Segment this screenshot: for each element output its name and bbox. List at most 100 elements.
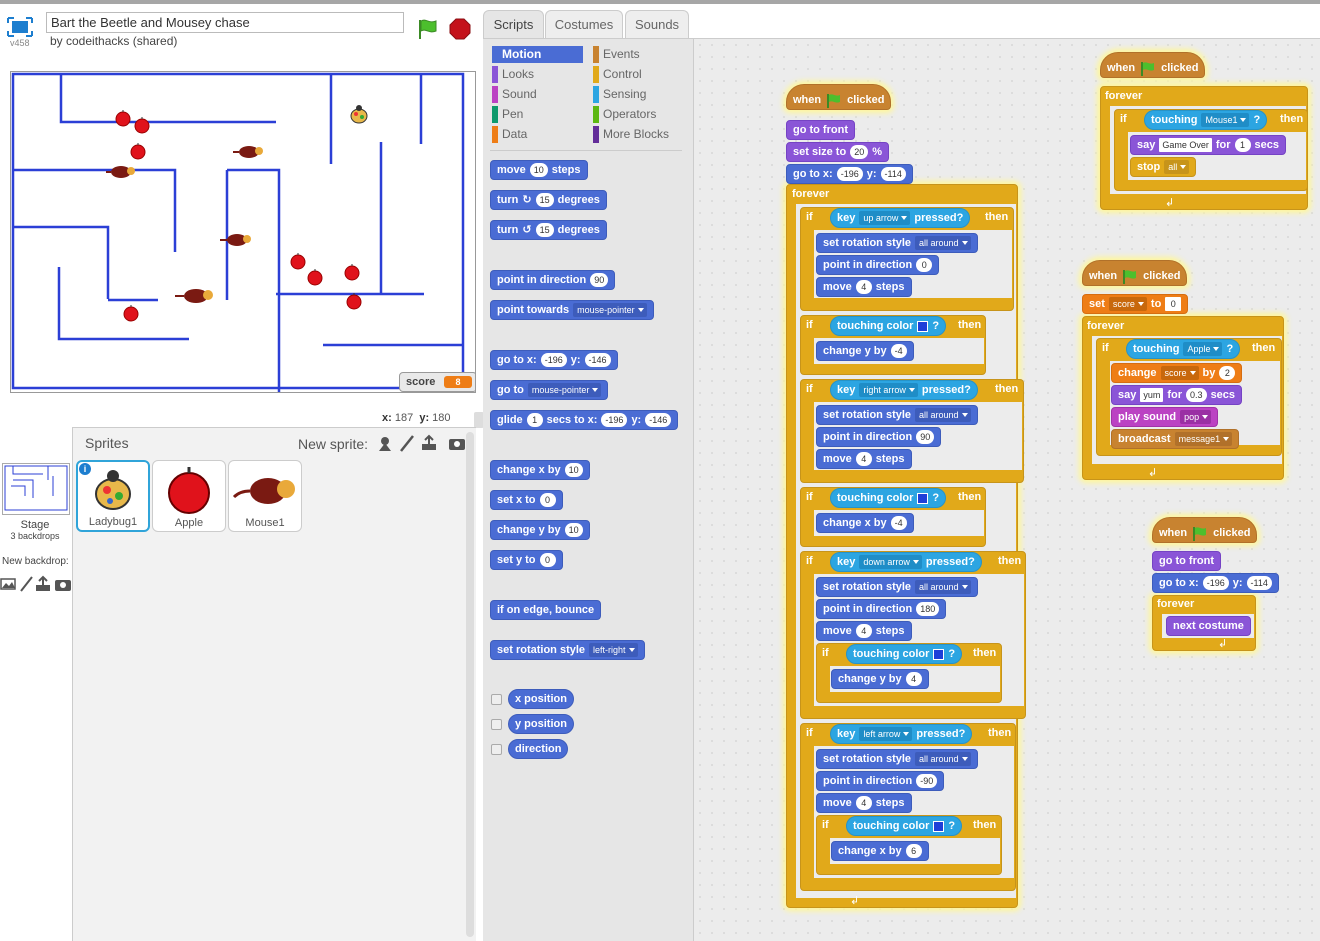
- sprite-tile-mouse1[interactable]: Mouse1: [228, 460, 302, 532]
- green-flag-icon[interactable]: [416, 17, 440, 41]
- project-title-input[interactable]: Bart the Beetle and Mousey chase: [46, 12, 404, 33]
- direction-checkbox[interactable]: [491, 744, 502, 755]
- palette-x-position-reporter[interactable]: x position: [508, 689, 574, 709]
- sprite-tile-apple[interactable]: Apple: [152, 460, 226, 532]
- category-control[interactable]: Control: [593, 66, 685, 83]
- change-x-block[interactable]: change x by-4: [816, 513, 914, 533]
- camera-sprite-icon[interactable]: [448, 434, 466, 452]
- category-events[interactable]: Events: [593, 46, 685, 63]
- category-pen[interactable]: Pen: [492, 106, 584, 123]
- category-motion[interactable]: Motion: [492, 46, 583, 63]
- point-direction-block[interactable]: point in direction-90: [816, 771, 945, 791]
- sprites-scrollbar[interactable]: [466, 432, 474, 937]
- x-position-checkbox[interactable]: [491, 694, 502, 705]
- tab-sounds[interactable]: Sounds: [625, 10, 689, 39]
- category-sound[interactable]: Sound: [492, 86, 584, 103]
- info-icon[interactable]: i: [79, 463, 91, 475]
- change-y-block[interactable]: change y by-4: [816, 341, 914, 361]
- palette-direction-reporter[interactable]: direction: [508, 739, 569, 759]
- go-to-front-block[interactable]: go to front: [786, 120, 855, 140]
- go-to-front-block[interactable]: go to front: [1152, 551, 1221, 571]
- tab-costumes[interactable]: Costumes: [545, 10, 623, 39]
- category-sensing[interactable]: Sensing: [593, 86, 685, 103]
- sprite-library-icon[interactable]: [376, 434, 394, 452]
- upload-icon[interactable]: [34, 575, 52, 593]
- touching-color-block[interactable]: touching color?: [846, 644, 963, 664]
- palette-y-position-reporter[interactable]: y position: [508, 714, 574, 734]
- color-swatch[interactable]: [917, 320, 929, 332]
- paint-backdrop-library-icon[interactable]: [0, 575, 18, 593]
- camera-icon[interactable]: [54, 575, 72, 593]
- palette-bounce-block[interactable]: if on edge, bounce: [490, 600, 602, 620]
- category-operators[interactable]: Operators: [593, 106, 685, 123]
- touching-color-block[interactable]: touching color?: [830, 488, 947, 508]
- next-costume-block[interactable]: next costume: [1166, 616, 1251, 636]
- upload-sprite-icon[interactable]: [420, 434, 438, 452]
- color-swatch[interactable]: [933, 820, 945, 832]
- touching-color-block[interactable]: touching color?: [846, 816, 963, 836]
- fullscreen-icon[interactable]: [6, 16, 34, 38]
- paintbrush-icon[interactable]: [18, 575, 36, 593]
- category-data[interactable]: Data: [492, 126, 584, 143]
- category-looks[interactable]: Looks: [492, 66, 584, 83]
- stop-icon[interactable]: [449, 18, 471, 40]
- paint-sprite-icon[interactable]: [398, 434, 416, 452]
- tab-scripts[interactable]: Scripts: [483, 10, 544, 40]
- stage-thumbnail[interactable]: [2, 463, 70, 515]
- y-position-checkbox[interactable]: [491, 719, 502, 730]
- sprite-tile-ladybug1[interactable]: Ladybug1 i: [76, 460, 150, 532]
- category-more-blocks[interactable]: More Blocks: [593, 126, 685, 143]
- color-swatch[interactable]: [933, 648, 945, 660]
- collapse-stage-button[interactable]: [474, 412, 484, 428]
- color-swatch[interactable]: [917, 492, 929, 504]
